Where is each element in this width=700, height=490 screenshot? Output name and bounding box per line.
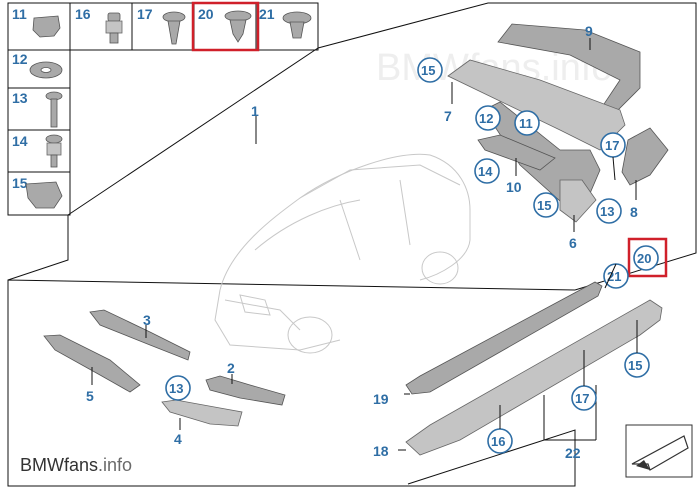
callout-13-front — [165, 375, 191, 401]
cell-13-label: 13 — [12, 90, 28, 106]
orientation-icon — [625, 424, 693, 478]
part-18-sill-cover — [405, 299, 663, 456]
label-2: 2 — [227, 360, 235, 376]
label-4: 4 — [174, 431, 182, 447]
callout-15-mid-label: 15 — [537, 198, 551, 213]
spring-clip-icon — [25, 181, 63, 209]
callout-13-front-label: 13 — [169, 381, 183, 396]
callout-14-label: 14 — [478, 164, 493, 179]
washer-icon — [29, 61, 63, 79]
group-frame — [7, 2, 697, 487]
cell-14-label: 14 — [12, 133, 28, 149]
label-3: 3 — [143, 312, 151, 328]
label-22: 22 — [565, 445, 581, 461]
clip-nut-icon — [32, 15, 61, 38]
label-7: 7 — [444, 108, 452, 124]
plastic-rivet-icon — [282, 11, 312, 39]
part-5-bracket — [43, 334, 141, 393]
callout-17-top-label: 17 — [605, 138, 619, 153]
highlight-box-20 — [191, 1, 260, 52]
label-1: 1 — [251, 103, 259, 119]
label-9: 9 — [585, 23, 593, 39]
cell-17-label: 17 — [137, 6, 153, 22]
cell-20-label: 20 — [198, 6, 214, 22]
callout-12-label: 12 — [479, 111, 493, 126]
highlight-box-callout-20 — [627, 237, 668, 278]
site-footer: BMWfans.info — [20, 455, 132, 476]
callout-15-top — [417, 57, 443, 83]
cell-15-label: 15 — [12, 175, 28, 191]
part-7-bracket — [447, 59, 626, 151]
cell-16-label: 16 — [75, 6, 91, 22]
callout-15-top-label: 15 — [421, 63, 435, 78]
cell-21-label: 21 — [259, 6, 275, 22]
part-8-reflector-holder — [621, 127, 669, 186]
bolt-icon — [45, 91, 63, 128]
callout-leaders — [499, 156, 638, 429]
callout-15-side-label: 15 — [628, 358, 642, 373]
front-bumper-parts — [43, 309, 286, 427]
rear-bumper-parts — [447, 23, 669, 223]
callout-16-side-label: 16 — [491, 434, 505, 449]
part-19-sill-rail — [405, 281, 603, 395]
nut-bolt-icon — [45, 134, 63, 168]
part-2-holder — [205, 375, 286, 406]
label-8: 8 — [630, 204, 638, 220]
cell-11-label: 11 — [12, 6, 27, 22]
callout-15-mid — [533, 192, 559, 218]
part-4-trim — [161, 399, 243, 427]
part-14-strip — [477, 134, 556, 171]
footer-site: fans — [64, 455, 99, 475]
part-9-rear-trim — [497, 23, 641, 119]
callout-11 — [514, 110, 540, 136]
footer-brand: BMW — [20, 455, 64, 475]
callout-21-label: 21 — [607, 269, 621, 284]
callout-20 — [633, 245, 659, 271]
callout-14 — [474, 158, 500, 184]
callout-17-side-label: 17 — [575, 391, 589, 406]
car-outline — [214, 153, 471, 354]
callout-12 — [475, 105, 501, 131]
tapping-screw-icon — [162, 11, 186, 45]
fastener-legend: 11 16 17 20 21 12 13 14 15 — [7, 1, 319, 216]
cell-12-label: 12 — [12, 51, 28, 67]
part-3-bracket — [89, 309, 191, 361]
part-6-bracket — [559, 179, 597, 223]
side-sill-parts — [405, 281, 663, 456]
label-10: 10 — [506, 179, 522, 195]
push-screw-icon — [105, 12, 123, 44]
expanding-rivet-icon — [224, 10, 252, 43]
footer-suffix: .info — [98, 455, 133, 475]
label-19: 19 — [373, 391, 389, 407]
callout-13-rear — [596, 198, 622, 224]
callout-20-label: 20 — [637, 251, 651, 266]
cell-15-frame — [7, 171, 71, 216]
callout-13-rear-label: 13 — [600, 204, 614, 219]
label-6: 6 — [569, 235, 577, 251]
callout-11-label: 11 — [519, 116, 533, 131]
label-5: 5 — [86, 388, 94, 404]
label-18: 18 — [373, 443, 389, 459]
